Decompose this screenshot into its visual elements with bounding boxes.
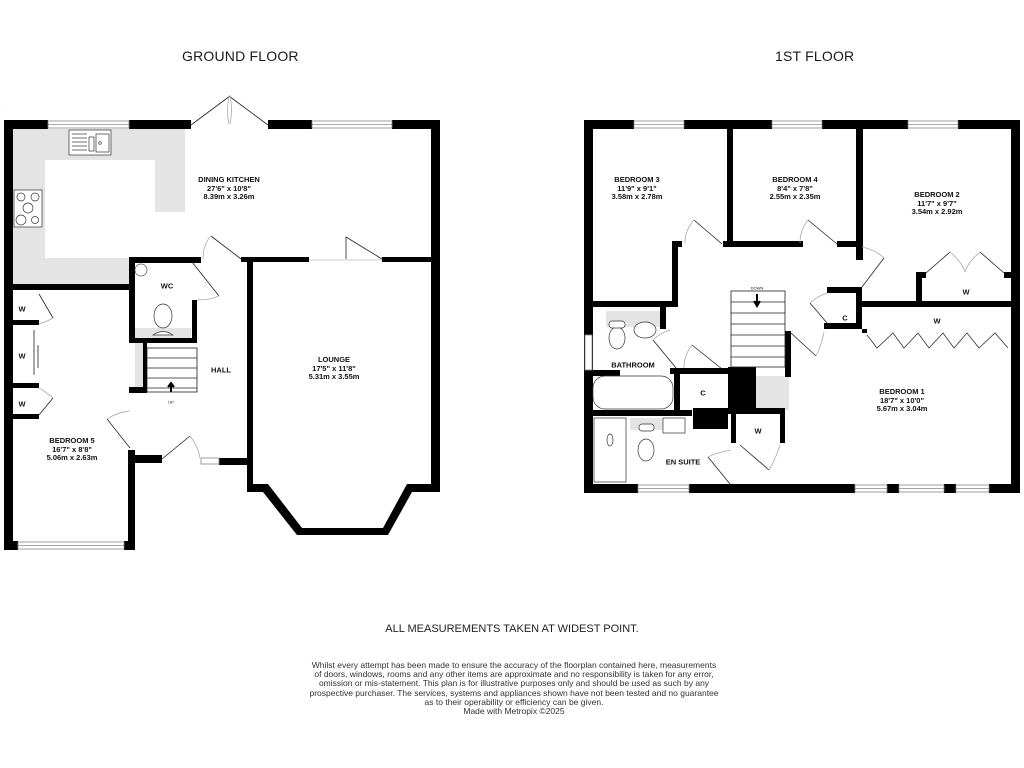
first-stairs (730, 290, 786, 368)
room-size-metric: 5.67m x 3.04m (876, 404, 928, 413)
room-label-hall: HALL (211, 365, 231, 375)
disclaimer-line: as to their operability or efficiency ca… (424, 696, 604, 707)
ground-doors[interactable] (33, 95, 383, 460)
wardrobe-label-landing: W (754, 426, 762, 436)
room-name: BEDROOM 2 (914, 190, 960, 199)
room-name: LOUNGE (317, 355, 351, 364)
room-size-imperial: 8'4" x 7'8" (777, 183, 813, 193)
room-label-lounge: LOUNGE 17'5" x 11'8" 5.31m x 3.55m (308, 355, 360, 382)
first-doors[interactable] (652, 219, 1009, 485)
wardrobe-label-bedroom2: W (962, 287, 970, 297)
disclaimer-line: prospective purchaser. The services, sys… (309, 687, 719, 698)
room-name: BEDROOM 1 (879, 387, 925, 396)
hob-icon (13, 189, 43, 228)
cupboard-label-landing: C (700, 388, 706, 398)
stairs-up-label: UP (168, 399, 174, 405)
stairs-up-arrow-icon (167, 381, 175, 392)
room-label-bedroom5: BEDROOM 5 16'7" x 8'8" 5.06m x 2.63m (46, 436, 98, 463)
room-label-dining-kitchen: DINING KITCHEN 27'6" x 10'8" 8.39m x 3.2… (198, 175, 260, 202)
room-size-metric: 8.39m x 3.26m (203, 192, 255, 201)
bathroom-fixtures (592, 320, 686, 483)
wardrobe-label-bedroom1: W (933, 316, 941, 326)
disclaimer-line: of doors, windows, rooms and any other i… (314, 669, 714, 680)
cupboard-label-stairs: C (842, 313, 848, 323)
room-size-imperial: 27'6" x 10'8" (206, 183, 252, 193)
room-size-metric: 5.06m x 2.63m (46, 453, 98, 462)
stairs-down-label: DOWN (750, 285, 764, 291)
wardrobe-label-3: W (18, 399, 26, 409)
room-size-imperial: 11'7" x 9'7" (917, 198, 957, 208)
room-name: BEDROOM 5 (49, 436, 95, 445)
measurement-note: ALL MEASUREMENTS TAKEN AT WIDEST POINT. (385, 623, 639, 635)
wardrobe-label-1: W (18, 304, 26, 314)
disclaimer: Whilst every attempt has been made to en… (300, 660, 728, 717)
room-size-metric: 5.31m x 3.55m (308, 372, 360, 381)
room-name: BEDROOM 4 (772, 175, 818, 184)
room-size-imperial: 18'7" x 10'0" (879, 395, 925, 405)
room-label-bedroom1: BEDROOM 1 18'7" x 10'0" 5.67m x 3.04m (876, 387, 928, 414)
room-size-imperial: 11'9" x 9'1" (617, 183, 657, 193)
disclaimer-line: omission or mis-statement. This plan is … (318, 678, 710, 689)
room-label-bedroom4: BEDROOM 4 8'4" x 7'8" 2.55m x 2.35m (769, 175, 821, 202)
wardrobe-label-2: W (18, 351, 26, 361)
room-label-en-suite: EN SUITE (665, 457, 701, 467)
room-size-metric: 3.54m x 2.92m (911, 207, 963, 216)
ground-floor-plan (4, 95, 440, 550)
room-name: BEDROOM 3 (614, 175, 660, 184)
room-label-bedroom2: BEDROOM 2 11'7" x 9'7" 3.54m x 2.92m (911, 190, 963, 217)
ground-floor-title: GROUND FLOOR (182, 48, 299, 64)
first-floor-title: 1ST FLOOR (775, 48, 855, 64)
stairs-down-arrow-icon (753, 294, 761, 308)
ground-walls (4, 120, 440, 550)
room-name: DINING KITCHEN (198, 175, 260, 184)
wc-basin-icon (134, 263, 148, 277)
ground-windows (17, 120, 393, 550)
kitchen-sink-icon (68, 129, 112, 156)
room-size-imperial: 17'5" x 11'8" (312, 363, 356, 373)
room-size-imperial: 16'7" x 8'8" (52, 444, 92, 454)
room-label-bedroom3: BEDROOM 3 11'9" x 9'1" 3.58m x 2.78m (611, 175, 663, 202)
first-floor-plan (584, 120, 1020, 493)
room-label-wc: WC (160, 281, 174, 291)
room-size-metric: 2.55m x 2.35m (769, 192, 821, 201)
metropix-credit: Made with Metropix ©2025 (463, 706, 565, 717)
first-walls (584, 120, 1020, 493)
room-label-bathroom: BATHROOM (611, 360, 655, 370)
disclaimer-line: Whilst every attempt has been made to en… (311, 660, 717, 670)
ground-toilet-icon (151, 303, 175, 336)
first-windows (584, 120, 990, 493)
room-size-metric: 3.58m x 2.78m (611, 192, 663, 201)
